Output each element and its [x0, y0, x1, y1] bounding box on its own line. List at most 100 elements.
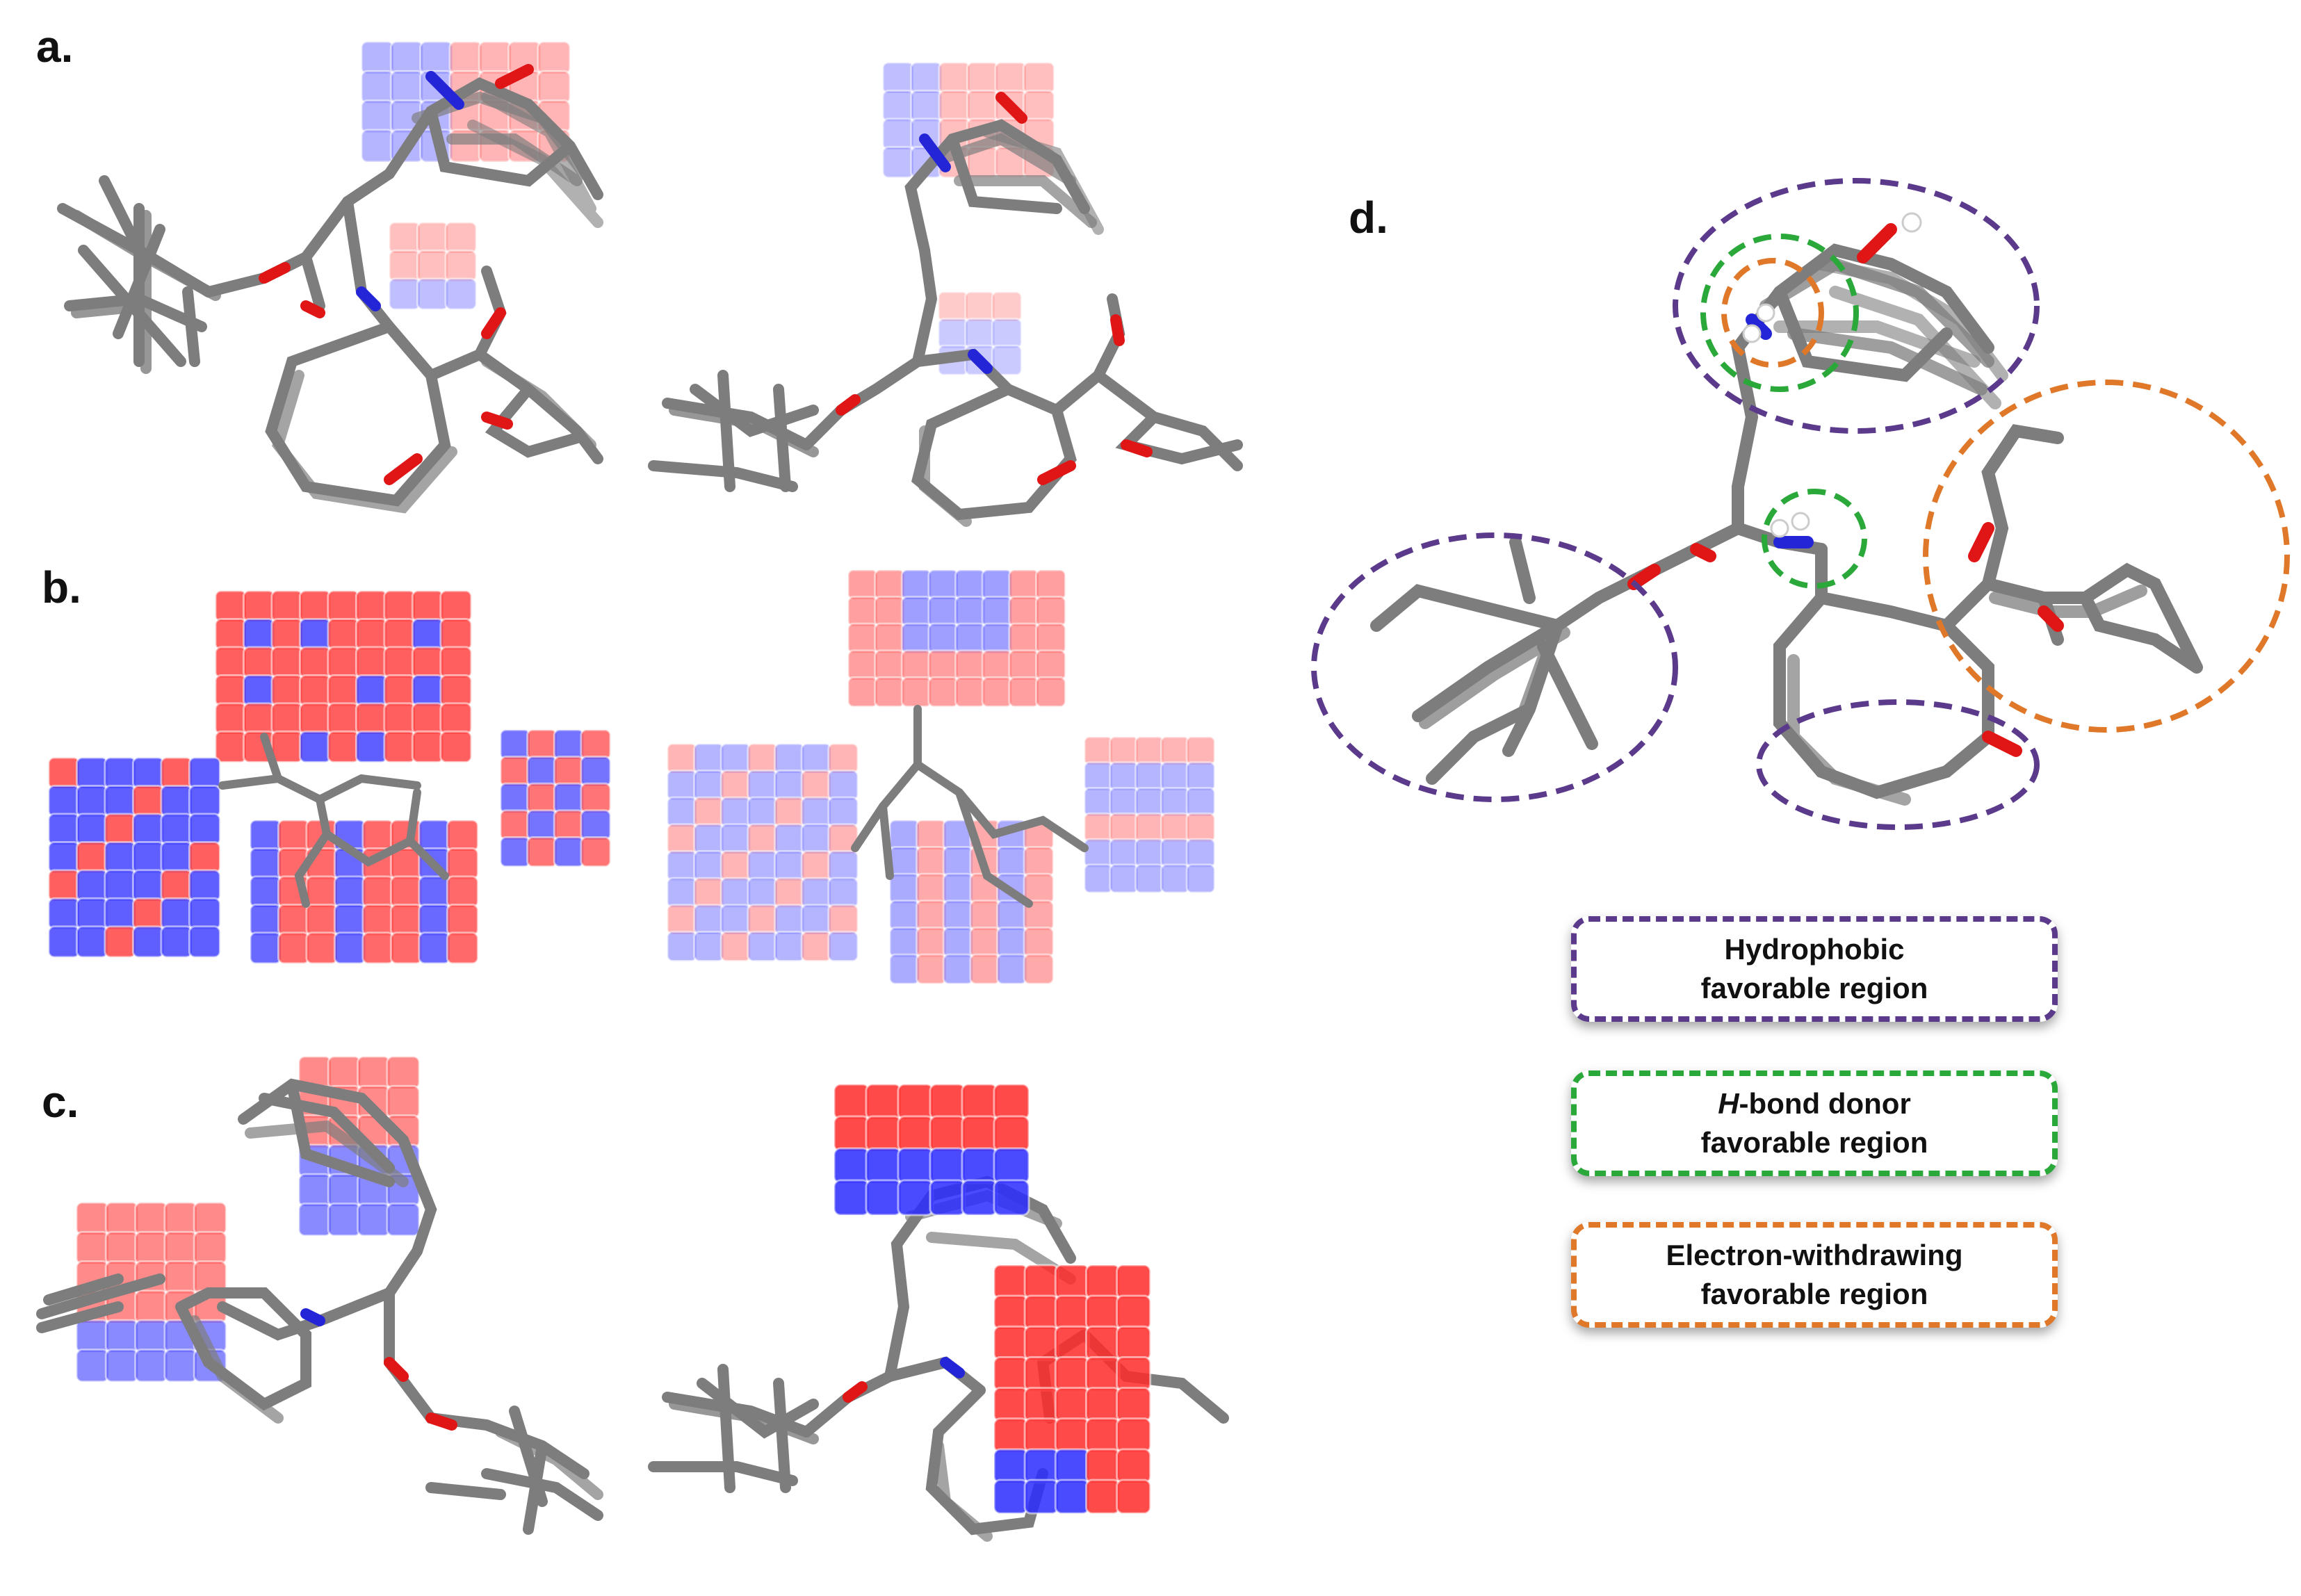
contour-cube — [666, 850, 698, 882]
contour-cube — [1023, 1294, 1059, 1330]
contour-cube — [1008, 569, 1040, 601]
contour-cube — [1023, 927, 1055, 959]
panel-label-d: d. — [1349, 193, 1388, 243]
contour-cube — [1116, 1417, 1152, 1454]
contour-cube — [1160, 863, 1190, 894]
contour-cube — [881, 89, 915, 122]
contour-cube — [1083, 812, 1114, 842]
panel-a-right-hetero — [836, 92, 1153, 485]
panel-a-right-contours — [881, 61, 1055, 376]
contour-cube — [942, 846, 974, 878]
contour-cube — [827, 930, 859, 962]
contour-cube — [361, 875, 395, 909]
contour-cube — [305, 903, 339, 936]
contour-cube — [719, 770, 751, 801]
contour-cube — [874, 649, 906, 681]
hbond-region-mid — [1762, 489, 1867, 589]
contour-cube — [327, 730, 360, 763]
contour-cube — [1034, 596, 1066, 628]
contour-cube — [693, 796, 725, 828]
contour-cube — [1054, 1264, 1090, 1300]
contour-cube — [916, 872, 948, 904]
contour-cube — [833, 1179, 870, 1216]
contour-cube — [827, 796, 859, 828]
contour-cube — [580, 836, 612, 868]
contour-cube — [537, 40, 571, 75]
contour-cube — [1054, 1417, 1090, 1454]
contour-cube — [847, 649, 879, 681]
contour-cube — [1084, 1479, 1121, 1515]
contour-cube — [1023, 899, 1055, 931]
contour-cube — [719, 796, 751, 828]
panel-label-c: c. — [42, 1077, 79, 1127]
contour-cube — [537, 70, 571, 104]
contour-cube — [993, 1115, 1030, 1153]
contour-cube — [916, 899, 948, 931]
contour-cube — [981, 676, 1013, 708]
contour-cube — [1084, 1294, 1121, 1330]
contour-cube — [900, 676, 932, 708]
contour-cube — [1084, 1387, 1121, 1423]
contour-cube — [270, 730, 304, 763]
contour-cube — [1116, 1355, 1152, 1392]
hydrophobic-region-ring-top — [1673, 178, 2040, 434]
contour-cube — [131, 897, 165, 930]
contour-cube — [1109, 838, 1139, 868]
contour-cube — [993, 1264, 1029, 1300]
contour-cube — [104, 840, 137, 874]
contour-cube — [954, 649, 986, 681]
contour-cube — [942, 872, 974, 904]
contour-cube — [1185, 812, 1216, 842]
contour-cube — [865, 1147, 902, 1184]
contour-cube — [360, 129, 395, 163]
panel-label-b: b. — [42, 562, 81, 612]
contour-cube — [163, 1260, 198, 1295]
contour-cube — [75, 813, 108, 846]
contour-cube — [916, 953, 948, 985]
legend-electron-withdrawing: Electron-withdrawing favorable region — [1571, 1222, 2058, 1328]
contour-cube — [1054, 1325, 1090, 1361]
contour-cube — [188, 813, 221, 846]
contour-cube — [383, 617, 416, 651]
contour-cube — [418, 819, 451, 852]
contour-cube — [993, 1355, 1029, 1392]
contour-cube — [1084, 1325, 1121, 1361]
contour-cube — [1008, 649, 1040, 681]
contour-cube — [774, 742, 806, 774]
contour-cube — [1109, 787, 1139, 817]
contour-cube — [964, 318, 996, 350]
contour-cube — [499, 782, 531, 814]
contour-cube — [383, 702, 416, 735]
contour-cube — [411, 589, 444, 623]
contour-cube — [355, 702, 388, 735]
contour-cube — [305, 931, 339, 965]
contour-cube — [298, 646, 332, 679]
contour-cube — [747, 770, 779, 801]
contour-cube — [553, 728, 585, 760]
contour-cube — [874, 569, 906, 601]
contour-cube — [916, 846, 948, 878]
contour-cube — [966, 89, 999, 122]
contour-cube — [666, 742, 698, 774]
panel-b-right-molecule — [851, 705, 1089, 908]
contour-cube — [961, 1147, 998, 1184]
contour-cube — [131, 784, 165, 817]
contour-cube — [104, 925, 137, 959]
contour-cube — [1034, 649, 1066, 681]
contour-cube — [888, 819, 920, 851]
contour-cube — [47, 840, 81, 874]
contour-cube — [800, 930, 832, 962]
contour-cube — [327, 646, 360, 679]
contour-cube — [277, 819, 310, 852]
contour-cube — [938, 61, 971, 95]
contour-cube — [580, 756, 612, 788]
contour-cube — [881, 145, 915, 179]
contour-cube — [747, 823, 779, 855]
contour-cube — [188, 869, 221, 902]
contour-cube — [774, 770, 806, 801]
contour-cube — [298, 730, 332, 763]
contour-cube — [897, 1115, 934, 1153]
contour-cube — [827, 877, 859, 909]
contour-cube — [439, 674, 473, 707]
contour-cube — [719, 742, 751, 774]
